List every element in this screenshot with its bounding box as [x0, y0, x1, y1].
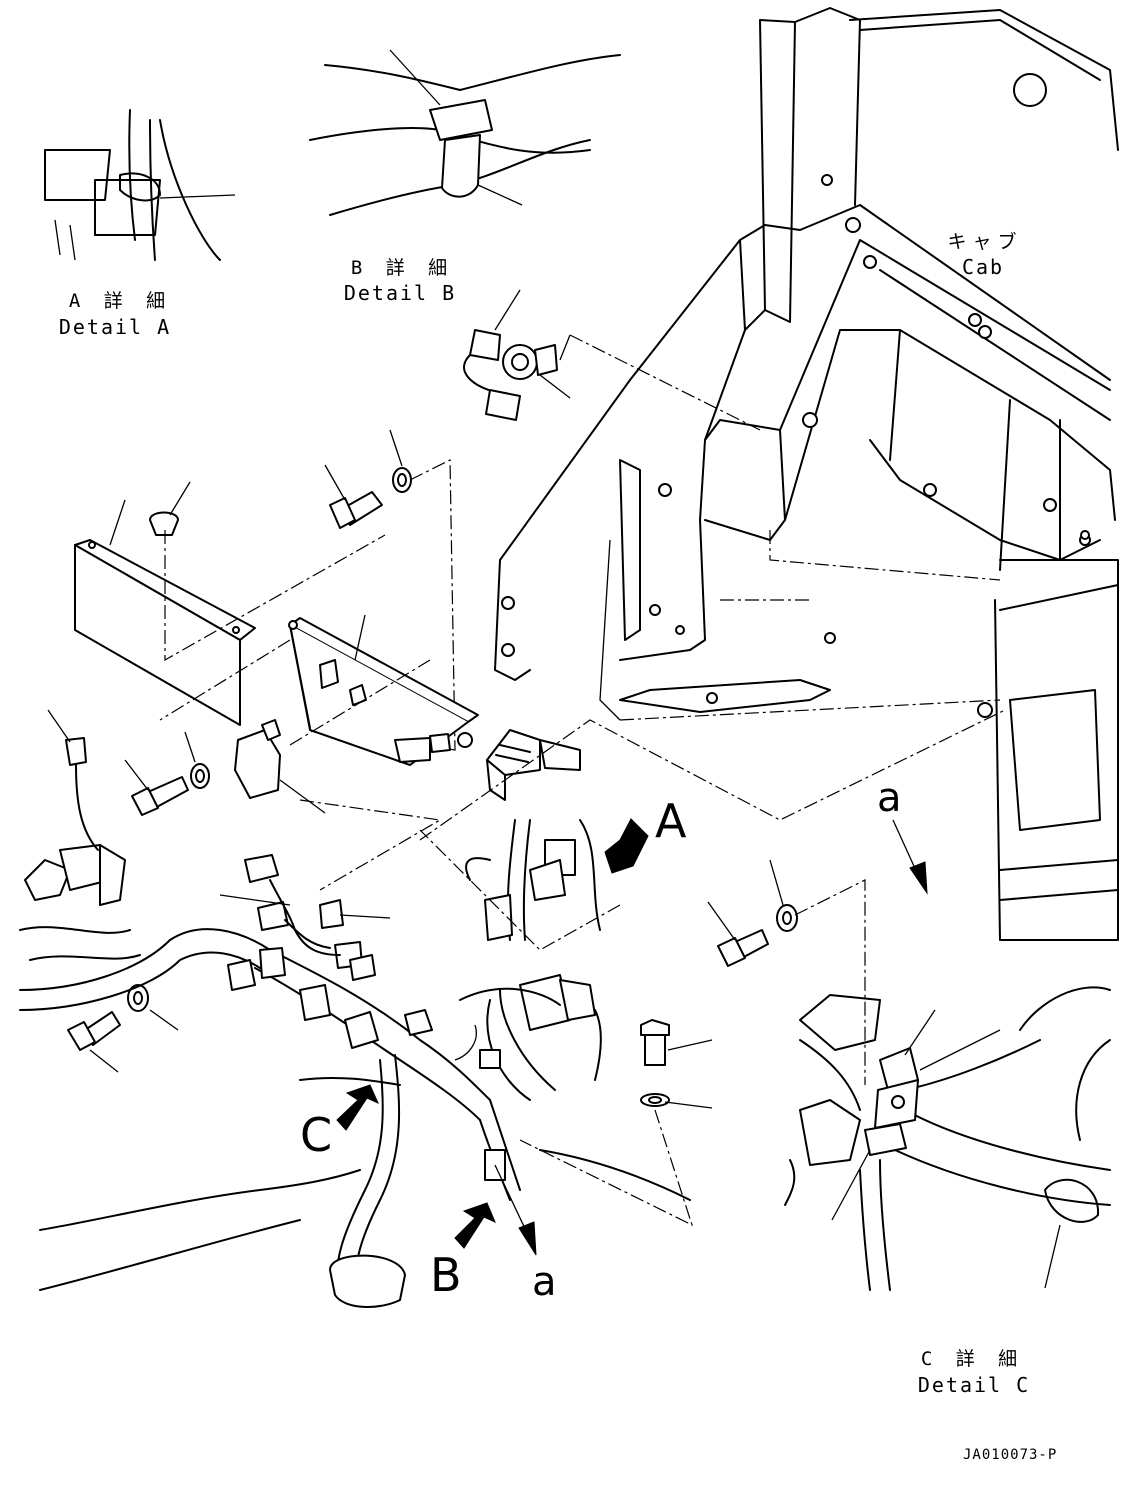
detail-a-label-en: Detail A [58, 315, 172, 339]
view-arrow-b [454, 1202, 496, 1249]
main-wiring-harness [19, 709, 691, 1308]
relay [234, 659, 442, 891]
fuse-box-assembly [419, 709, 1006, 1101]
reference-a-lower: a [532, 1259, 557, 1305]
sub-harness [219, 854, 391, 981]
cab-label-jp: キャブ [947, 231, 1023, 253]
view-b-letter: B [430, 1248, 462, 1302]
detail-c-label-jp: C 詳 細 [920, 1348, 1024, 1370]
detail-b-label-en: Detail B [343, 281, 457, 305]
detail-c-sketch [784, 986, 1111, 1291]
connector-with-cap [463, 289, 761, 431]
fuse-bracket [159, 614, 479, 766]
view-arrow-a [604, 818, 649, 874]
reference-arrow-a-lower [494, 1164, 537, 1256]
detail-b-label-jp: B 詳 細 [350, 257, 454, 279]
cab-structure [494, 7, 1119, 941]
view-a-letter: A [655, 794, 687, 848]
detail-c-label-en: Detail C [917, 1373, 1031, 1397]
view-c-letter: C [300, 1108, 333, 1162]
cover-plate [74, 481, 386, 726]
reference-a-upper: a [877, 775, 902, 821]
drawing-number: JA010073-P [963, 1447, 1058, 1463]
detail-a-label-jp: A 詳 細 [68, 290, 172, 312]
reference-arrow-a-upper [892, 819, 928, 895]
view-arrow-c [336, 1084, 379, 1131]
detail-b-sketch [309, 49, 621, 216]
fasteners [67, 429, 866, 1227]
detail-a-sketch [44, 109, 236, 261]
cab-label-en: Cab [961, 255, 1005, 279]
